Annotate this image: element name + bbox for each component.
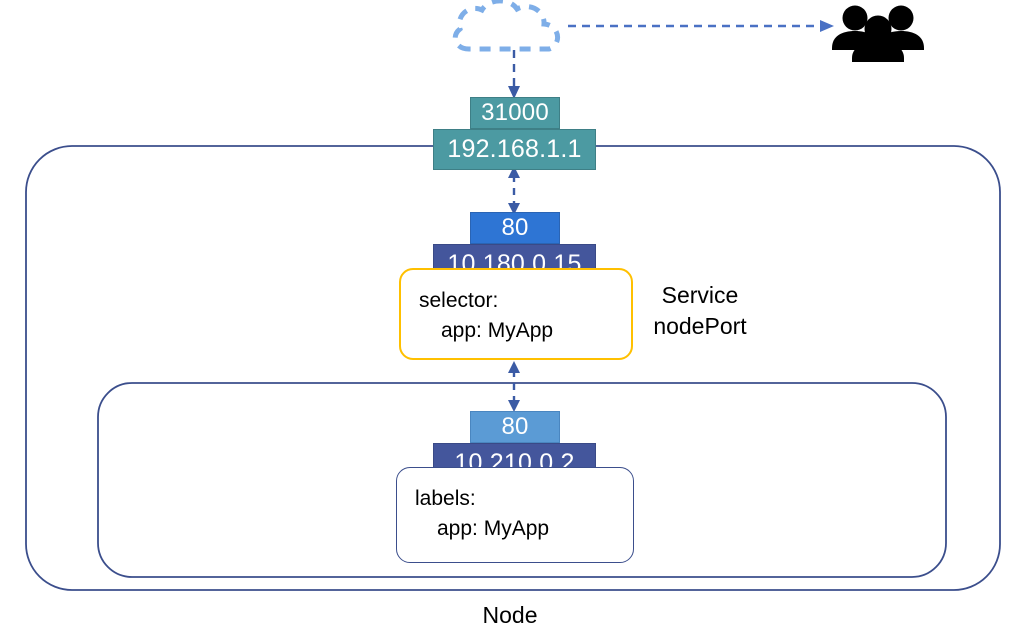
service-type-label: Service nodePort xyxy=(610,280,790,342)
pod-labels-key: labels: xyxy=(415,487,476,510)
pod-labels-value: app: MyApp xyxy=(437,517,550,540)
service-selector-key: selector: xyxy=(419,289,499,312)
service-selector-box[interactable]: selector: app: MyApp xyxy=(399,268,633,360)
arrow-service-pod xyxy=(508,361,520,412)
dashed-arrow-right-icon xyxy=(568,20,834,32)
service-port-box[interactable]: 80 xyxy=(470,212,560,244)
service-type-line2: nodePort xyxy=(653,313,747,339)
arrow-nodeport-service xyxy=(508,166,520,215)
dashed-arrow-down-icon xyxy=(508,50,520,99)
nodeport-port-box[interactable]: 31000 xyxy=(470,97,560,129)
service-type-line1: Service xyxy=(661,282,739,308)
users-icon xyxy=(832,5,924,62)
pod-port-box[interactable]: 80 xyxy=(470,411,560,443)
nodeport-ip-box[interactable]: 192.168.1.1 xyxy=(433,129,596,170)
pod-labels-box[interactable]: labels: app: MyApp xyxy=(396,467,634,563)
cloud-icon xyxy=(452,0,560,52)
service-selector-value: app: MyApp xyxy=(441,319,554,342)
node-caption: Node xyxy=(482,602,538,628)
